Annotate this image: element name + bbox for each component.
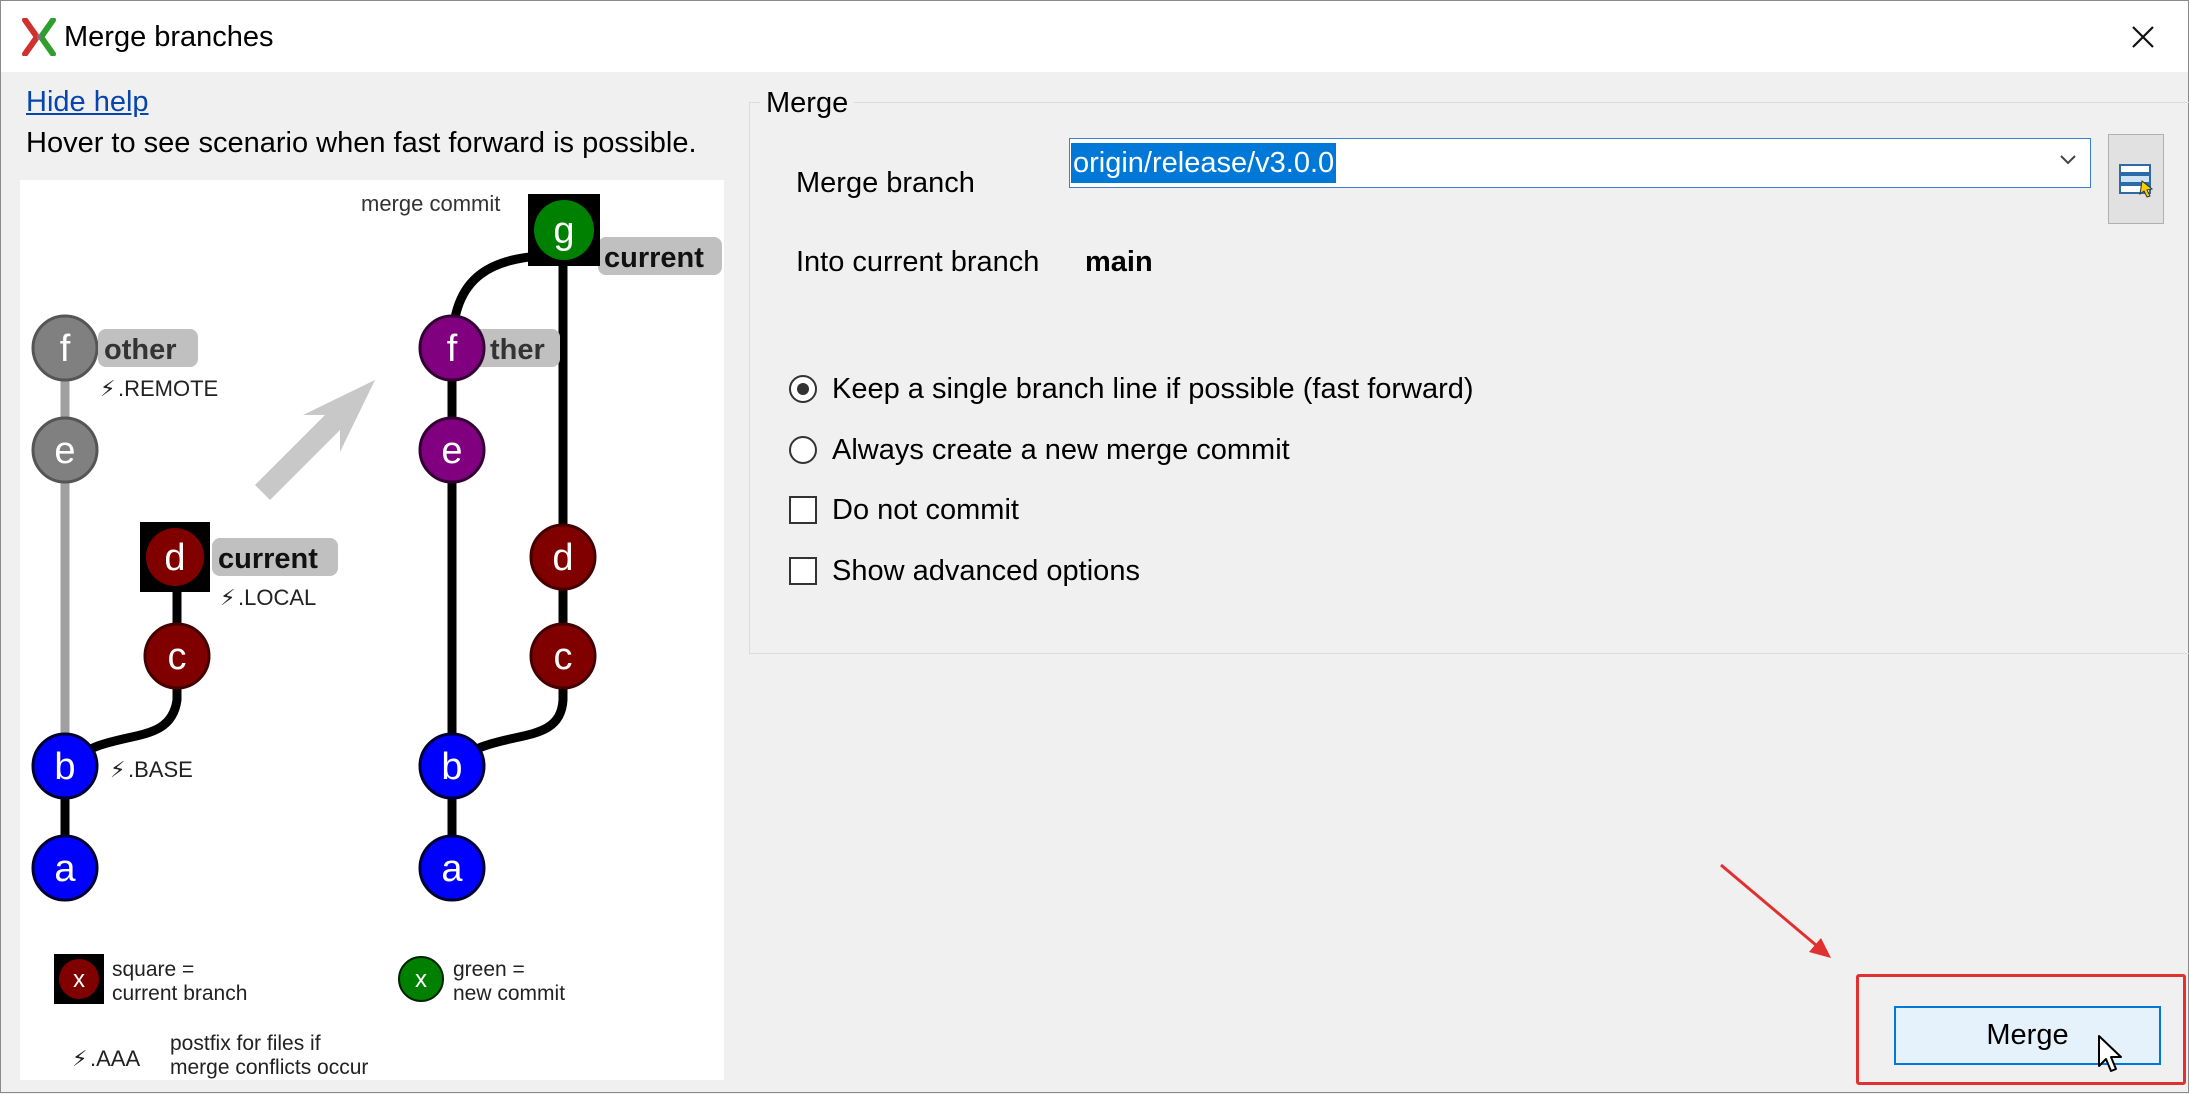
- tag-current-right-bg: [598, 237, 722, 275]
- merge-branch-value[interactable]: origin/release/v3.0.0: [1071, 143, 1337, 183]
- right-node-c: [529, 622, 597, 690]
- legend-green-x: x: [415, 966, 427, 993]
- tag-other: other: [104, 334, 177, 366]
- tag-other-right-bg: [460, 329, 560, 367]
- local-postfix: .LOCAL: [238, 585, 316, 610]
- tag-current-right: current: [604, 242, 704, 274]
- into-current-branch-label: Into current branch: [796, 246, 1040, 278]
- merge-button[interactable]: Merge: [1894, 1006, 2161, 1065]
- left-node-a: [31, 834, 99, 902]
- do-not-commit-label[interactable]: Do not commit: [832, 493, 1019, 526]
- current-branch-name: main: [1085, 246, 1153, 278]
- browse-branches-icon: [2119, 164, 2154, 198]
- legend-postfix-text-1: postfix for files if: [170, 1032, 321, 1055]
- legend-green-node: [398, 956, 444, 1002]
- advanced-options-label[interactable]: Show advanced options: [832, 554, 1140, 587]
- left-node-b: [31, 732, 99, 800]
- app-icon: [22, 18, 56, 56]
- base-postfix: .BASE: [128, 757, 193, 782]
- left-node-c: [143, 622, 211, 690]
- right-node-b-label: b: [441, 746, 462, 788]
- right-node-e-label: e: [441, 430, 462, 472]
- local-postfix-bolt-icon: ⚡: [220, 585, 235, 610]
- legend-aaa: .AAA: [90, 1046, 140, 1071]
- legend-green-text-1: green =: [453, 958, 525, 981]
- right-node-c-label: c: [554, 636, 573, 678]
- right-node-a-label: a: [441, 848, 463, 890]
- legend-green-text-2: new commit: [453, 982, 565, 1005]
- left-node-d: [146, 528, 204, 586]
- remote-postfix-bolt-icon: ⚡: [100, 376, 115, 401]
- browse-branches-button[interactable]: [2108, 134, 2164, 224]
- new-merge-commit-label[interactable]: Always create a new merge commit: [832, 433, 1290, 466]
- window-title: Merge branches: [64, 21, 274, 53]
- left-node-f: [31, 314, 99, 382]
- legend-postfix-text-2: merge conflicts occur: [170, 1056, 368, 1079]
- left-node-a-label: a: [54, 848, 76, 890]
- tag-other-bg: [98, 329, 198, 367]
- left-node-d-label: d: [164, 537, 185, 579]
- right-node-d: [529, 523, 597, 591]
- base-postfix-bolt-icon: ⚡: [110, 757, 125, 782]
- right-node-g-label: g: [553, 210, 574, 252]
- legend-square-x: x: [73, 966, 85, 993]
- do-not-commit-checkbox[interactable]: [789, 496, 817, 524]
- fast-forward-radio[interactable]: [789, 375, 817, 403]
- legend-square-text-1: square =: [112, 958, 194, 981]
- transform-arrow-icon: [255, 380, 375, 500]
- legend-square-node: [59, 959, 99, 999]
- merge-help-diagram[interactable]: f e d c b a other ⚡ .REMOTE current ⚡ .L…: [20, 180, 724, 1080]
- merge-group-box: [749, 102, 2189, 654]
- fast-forward-label[interactable]: Keep a single branch line if possible (f…: [832, 372, 1474, 405]
- tag-other-right: ther: [490, 334, 545, 366]
- title-bar: Merge branches: [1, 1, 2188, 72]
- merge-branch-combobox[interactable]: origin/release/v3.0.0: [1069, 138, 2091, 188]
- dropdown-arrow-icon[interactable]: [2058, 153, 2078, 167]
- left-node-e: [31, 416, 99, 484]
- hide-help-link[interactable]: Hide help: [26, 86, 149, 118]
- right-node-f: [418, 314, 486, 382]
- merge-commit-label: merge commit: [361, 191, 500, 216]
- right-node-b: [418, 732, 486, 800]
- remote-postfix: .REMOTE: [118, 376, 218, 401]
- left-node-b-label: b: [54, 746, 75, 788]
- legend-bolt-icon: ⚡: [72, 1046, 87, 1071]
- advanced-options-option[interactable]: Show advanced options: [789, 553, 1140, 589]
- new-merge-commit-option[interactable]: Always create a new merge commit: [789, 432, 1290, 468]
- right-node-g: [534, 200, 594, 260]
- fast-forward-option[interactable]: Keep a single branch line if possible (f…: [789, 371, 1474, 407]
- do-not-commit-option[interactable]: Do not commit: [789, 492, 1019, 528]
- tag-current-left: current: [218, 543, 318, 575]
- new-merge-commit-radio[interactable]: [789, 436, 817, 464]
- help-hint-text: Hover to see scenario when fast forward …: [26, 127, 697, 159]
- close-button[interactable]: [2098, 1, 2188, 72]
- right-node-e: [418, 416, 486, 484]
- advanced-options-checkbox[interactable]: [789, 557, 817, 585]
- right-node-f-label: f: [447, 328, 458, 370]
- left-node-f-label: f: [60, 328, 71, 370]
- left-node-c-label: c: [168, 636, 187, 678]
- right-node-a: [418, 834, 486, 902]
- tag-current-left-bg: [212, 538, 338, 576]
- merge-button-highlight: [1856, 974, 2186, 1085]
- merge-group-title: Merge: [760, 87, 855, 120]
- right-node-d-label: d: [552, 537, 573, 579]
- legend-square-text-2: current branch: [112, 982, 247, 1005]
- mouse-cursor-icon: [2098, 1035, 2122, 1072]
- left-node-e-label: e: [54, 430, 75, 472]
- close-icon: [2132, 25, 2154, 48]
- merge-branch-label: Merge branch: [796, 167, 975, 199]
